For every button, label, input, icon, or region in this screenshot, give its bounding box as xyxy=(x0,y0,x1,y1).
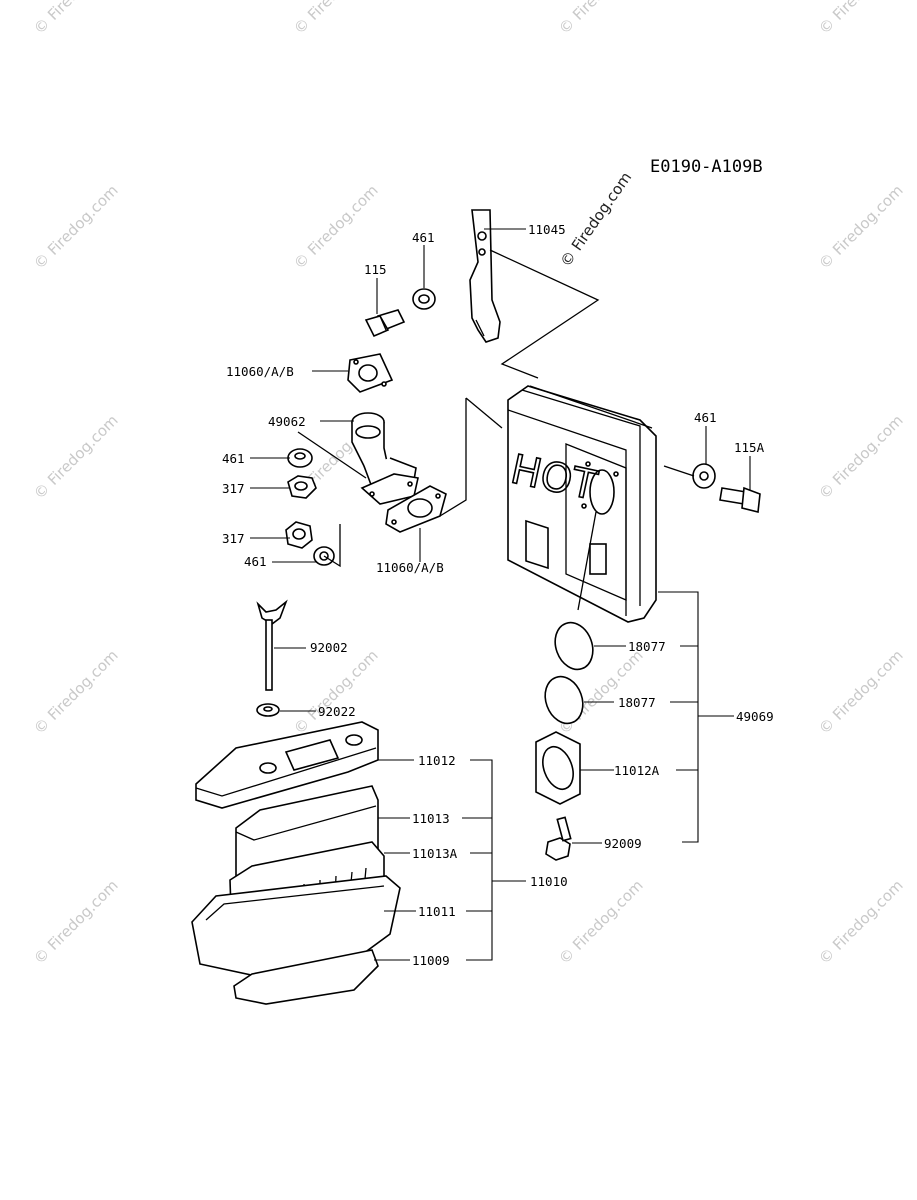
watermark-layer: © Firedog.com © Firedog.com © Firedog.co… xyxy=(30,0,907,968)
watermark: © Firedog.com xyxy=(30,876,122,968)
label-317-a: 317 xyxy=(222,481,245,496)
screw-92009 xyxy=(545,816,572,861)
watermark: © Firedog.com xyxy=(290,181,382,273)
nut-317-a xyxy=(287,475,317,499)
label-11010: 11010 xyxy=(530,874,568,889)
filter-18077-upper xyxy=(554,621,594,671)
label-11009: 11009 xyxy=(412,953,450,968)
label-18077-b: 18077 xyxy=(618,695,656,710)
watermark: © Firedog.com xyxy=(290,646,382,738)
label-461-left: 461 xyxy=(222,451,245,466)
exploded-view-lines xyxy=(297,249,695,611)
label-11012: 11012 xyxy=(418,753,456,768)
label-115: 115 xyxy=(364,262,387,277)
label-11011: 11011 xyxy=(418,904,456,919)
watermark: © Firedog.com xyxy=(555,876,647,968)
label-11013A: 11013A xyxy=(412,846,458,861)
gasket-11012A xyxy=(535,731,581,805)
lock-washer-461-left xyxy=(287,448,313,468)
label-92022: 92022 xyxy=(318,704,356,719)
label-49062: 49062 xyxy=(268,414,306,429)
label-11060-top: 11060/A/B xyxy=(226,364,294,379)
watermark: © Firedog.com xyxy=(815,0,907,38)
air-cleaner-base-11009 xyxy=(191,875,401,1005)
watermark-dark: © Firedog.com xyxy=(557,169,636,271)
bolt-115 xyxy=(364,309,406,338)
label-11013: 11013 xyxy=(412,811,450,826)
watermark: © Firedog.com xyxy=(30,411,122,503)
watermark: © Firedog.com xyxy=(815,181,907,273)
gasket-11060-top xyxy=(347,353,394,393)
label-49069: 49069 xyxy=(736,709,774,724)
washer-92022 xyxy=(256,703,280,717)
label-461-top: 461 xyxy=(412,230,435,245)
watermark: © Firedog.com xyxy=(30,646,122,738)
label-11060-bottom: 11060/A/B xyxy=(376,560,444,575)
bracket-11045 xyxy=(469,209,501,343)
watermark: © Firedog.com xyxy=(815,646,907,738)
filter-18077-lower xyxy=(544,675,584,725)
label-18077-a: 18077 xyxy=(628,639,666,654)
label-11045: 11045 xyxy=(528,222,566,237)
lock-washer-461-top xyxy=(412,288,436,310)
wing-bolt-92002 xyxy=(256,599,288,691)
lock-washer-461-right xyxy=(692,463,716,489)
watermark: © Firedog.com xyxy=(30,181,122,273)
watermark: © Firedog.com xyxy=(815,876,907,968)
part-labels: 11045 461 115 11060/A/B 49062 461 317 31… xyxy=(222,222,774,968)
diagram-code: E0190-A109B xyxy=(650,157,763,177)
watermark: © Firedog.com xyxy=(815,411,907,503)
label-461-right: 461 xyxy=(694,410,717,425)
label-11012A: 11012A xyxy=(614,763,660,778)
air-cleaner-cover-11012 xyxy=(195,721,379,809)
watermark: © Firedog.com xyxy=(290,0,382,38)
label-92002: 92002 xyxy=(310,640,348,655)
label-461-lower: 461 xyxy=(244,554,267,569)
leader-lines xyxy=(250,228,751,961)
nut-317-b xyxy=(285,521,313,549)
bolt-115A xyxy=(719,486,761,513)
muffler-49069: HOT xyxy=(506,385,657,623)
label-115A: 115A xyxy=(734,440,765,455)
exhaust-pipe-49062 xyxy=(351,412,419,505)
label-317-b: 317 xyxy=(222,531,245,546)
watermark: © Firedog.com xyxy=(555,0,647,38)
label-92009: 92009 xyxy=(604,836,642,851)
watermark: © Firedog.com xyxy=(30,0,122,38)
